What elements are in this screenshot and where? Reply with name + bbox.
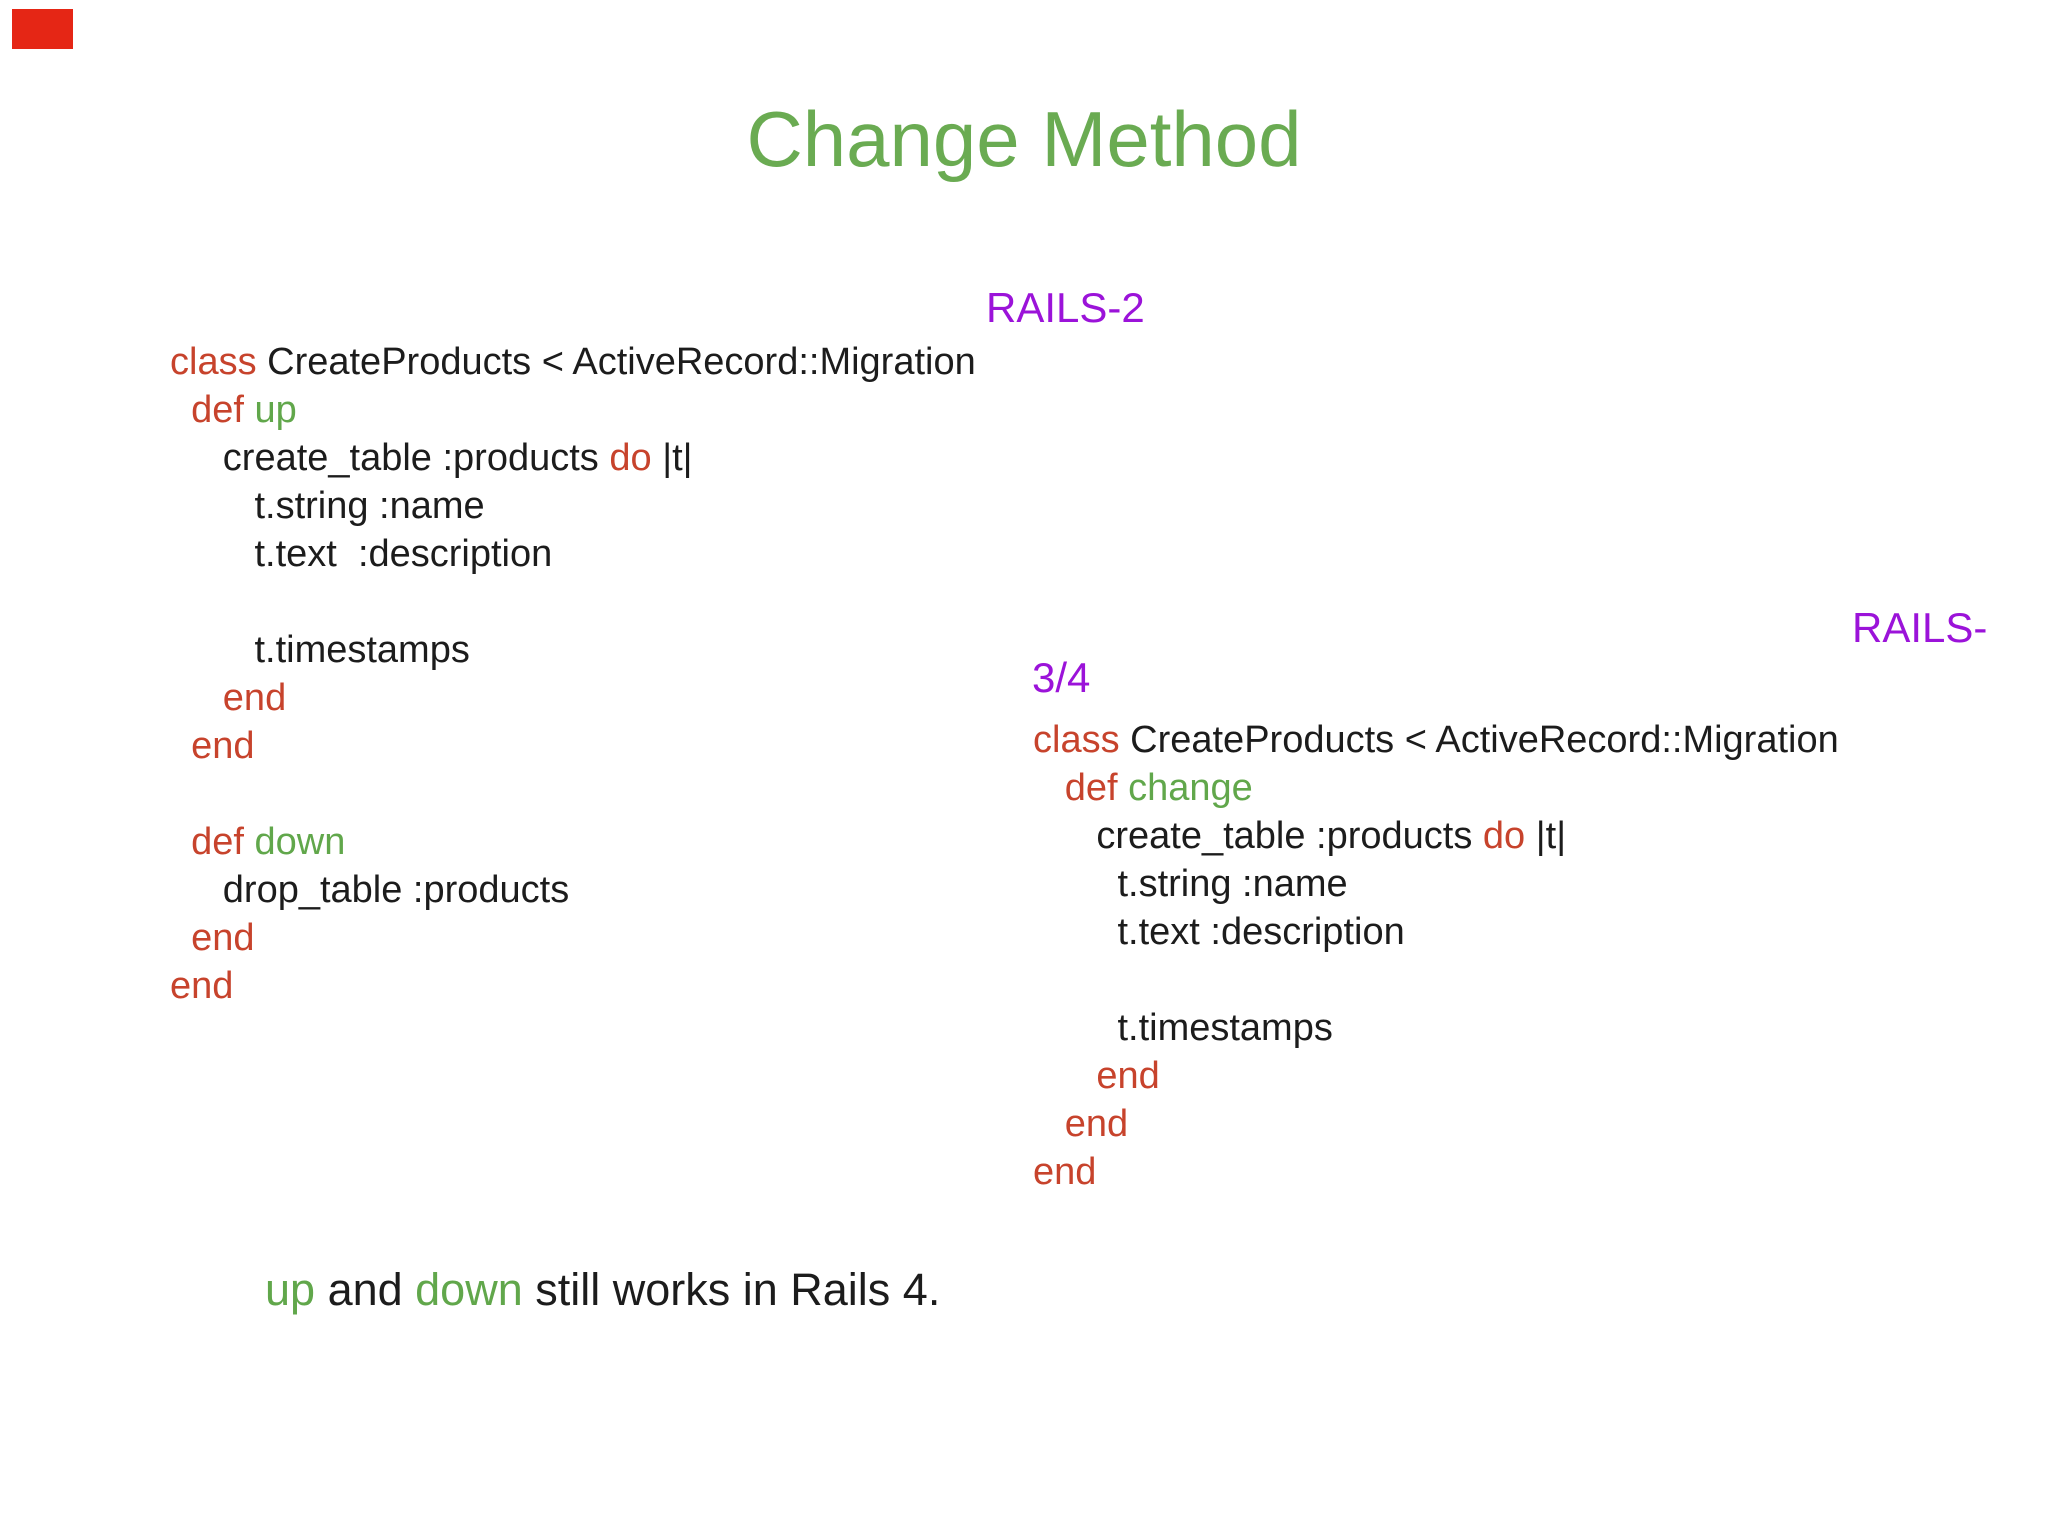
code-token: up xyxy=(265,1264,316,1315)
code-token: def xyxy=(191,389,244,431)
code-token: and xyxy=(315,1264,416,1315)
slide-title: Change Method xyxy=(746,95,1302,183)
code-token: def xyxy=(191,821,244,863)
code-token: create_table :products xyxy=(1033,815,1483,857)
code-token xyxy=(1033,1055,1096,1097)
code-block-rails34: class CreateProducts < ActiveRecord::Mig… xyxy=(1033,716,1839,1196)
code-line: t.string :name xyxy=(170,482,976,530)
code-token: |t| xyxy=(651,437,693,479)
code-token: CreateProducts < ActiveRecord::Migration xyxy=(256,341,976,383)
rails34-label-line1: RAILS- xyxy=(1852,604,1988,651)
code-token: down xyxy=(415,1264,523,1315)
code-line: def up xyxy=(170,386,976,434)
rails34-label-line2: 3/4 xyxy=(1032,654,1091,701)
code-token: drop_table :products xyxy=(170,869,570,911)
code-token xyxy=(1033,767,1065,809)
code-line: end xyxy=(1033,1148,1839,1196)
code-token: do xyxy=(609,437,652,479)
code-token: end xyxy=(1064,1103,1129,1145)
code-token xyxy=(244,821,255,863)
code-token xyxy=(170,917,191,959)
code-token: t.timestamps xyxy=(1033,1007,1333,1049)
code-token: create_table :products xyxy=(170,437,610,479)
code-line: t.string :name xyxy=(1033,860,1839,908)
code-line xyxy=(170,770,976,818)
code-token xyxy=(1118,767,1129,809)
code-token xyxy=(170,725,191,767)
code-token: t.timestamps xyxy=(170,629,470,671)
code-line: class CreateProducts < ActiveRecord::Mig… xyxy=(170,338,976,386)
code-token xyxy=(170,821,191,863)
code-line xyxy=(170,578,976,626)
code-line: def change xyxy=(1033,764,1839,812)
code-token: end xyxy=(1096,1055,1160,1097)
code-token xyxy=(170,389,191,431)
code-token: up xyxy=(254,389,297,431)
code-line: t.text :description xyxy=(170,530,976,578)
code-token: end xyxy=(191,725,255,767)
code-line: def down xyxy=(170,818,976,866)
code-token: CreateProducts < ActiveRecord::Migration xyxy=(1119,719,1839,761)
rails2-label: RAILS-2 xyxy=(986,284,1145,331)
code-token xyxy=(244,389,255,431)
code-token xyxy=(170,677,223,719)
code-line: end xyxy=(1033,1052,1839,1100)
code-token: class xyxy=(170,341,257,383)
red-corner-marker xyxy=(12,9,73,49)
code-token: t.string :name xyxy=(1033,863,1348,905)
code-block-rails2: class CreateProducts < ActiveRecord::Mig… xyxy=(170,338,976,1010)
code-token: down xyxy=(254,821,346,863)
code-line: create_table :products do |t| xyxy=(170,434,976,482)
code-line: t.timestamps xyxy=(1033,1004,1839,1052)
code-token: change xyxy=(1128,767,1253,809)
code-line: t.text :description xyxy=(1033,908,1839,956)
code-line xyxy=(1033,956,1839,1004)
code-token: def xyxy=(1064,767,1118,809)
code-token: end xyxy=(1033,1151,1097,1193)
code-token: |t| xyxy=(1525,815,1567,857)
code-token: end xyxy=(222,677,287,719)
code-token: do xyxy=(1482,815,1526,857)
code-token: end xyxy=(191,917,255,959)
code-token: t.text :description xyxy=(170,533,553,575)
code-token: class xyxy=(1033,719,1120,761)
code-token xyxy=(1033,1103,1065,1145)
code-token: end xyxy=(170,965,234,1007)
code-line: t.timestamps xyxy=(170,626,976,674)
code-token: t.string :name xyxy=(170,485,485,527)
code-token: t.text :description xyxy=(1033,911,1405,953)
code-line: drop_table :products xyxy=(170,866,976,914)
code-token: still works in Rails 4. xyxy=(522,1264,941,1315)
code-line: end xyxy=(1033,1100,1839,1148)
code-line: end xyxy=(170,962,976,1010)
footer-note: up and down still works in Rails 4. xyxy=(265,1264,940,1316)
code-line: end xyxy=(170,722,976,770)
code-line: create_table :products do |t| xyxy=(1033,812,1839,860)
code-line: end xyxy=(170,914,976,962)
code-line: end xyxy=(170,674,976,722)
code-line: class CreateProducts < ActiveRecord::Mig… xyxy=(1033,716,1839,764)
